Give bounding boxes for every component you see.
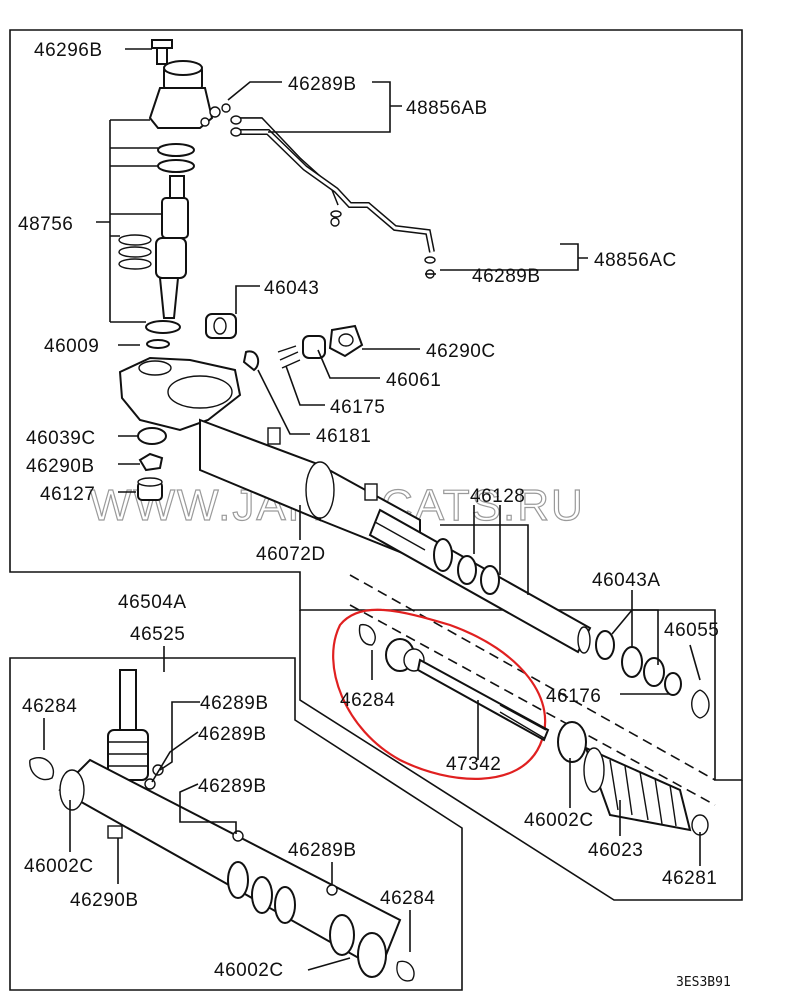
label-46289B-b4: 46289B <box>288 840 357 861</box>
rack-tube <box>368 508 710 719</box>
label-46061: 46061 <box>386 370 441 391</box>
label-46002C-right: 46002C <box>524 810 594 831</box>
label-46009: 46009 <box>44 336 99 357</box>
label-46290C: 46290C <box>426 341 496 362</box>
valve-housing <box>148 39 221 129</box>
dashed-axis-bottom <box>349 604 716 806</box>
label-46002C-left: 46002C <box>24 856 94 877</box>
part-labels: 46296B 46289B 48856AB 48756 46289B 48856… <box>18 40 731 990</box>
label-46281: 46281 <box>662 868 717 889</box>
label-46289B-b2: 46289B <box>198 724 267 745</box>
label-46525: 46525 <box>130 624 185 645</box>
label-46284-mid: 46284 <box>340 690 395 711</box>
lower-inner-frame <box>9 657 463 991</box>
pinion-shaft-48756 <box>118 143 195 349</box>
label-46072D: 46072D <box>256 544 326 565</box>
label-46043: 46043 <box>264 278 319 299</box>
label-46296B: 46296B <box>34 40 103 61</box>
label-46128: 46128 <box>470 486 525 507</box>
adjuster-parts <box>242 324 364 372</box>
label-46284-left: 46284 <box>22 696 77 717</box>
label-46181: 46181 <box>316 426 371 447</box>
label-46290B-bottom: 46290B <box>70 890 139 911</box>
label-46284-bottom: 46284 <box>380 888 435 909</box>
dashed-axis-top <box>349 574 716 781</box>
label-46127: 46127 <box>40 484 95 505</box>
label-46055: 46055 <box>664 620 719 641</box>
label-46289B-b1: 46289B <box>200 693 269 714</box>
label-46175: 46175 <box>330 397 385 418</box>
label-46039C: 46039C <box>26 428 96 449</box>
drawing-code: 3ES3B91 <box>676 975 731 990</box>
hydraulic-pipes-48856AB <box>221 103 436 279</box>
bushing-46043 <box>205 313 237 339</box>
label-48856AB: 48856AB <box>406 98 488 119</box>
label-46176: 46176 <box>546 686 601 707</box>
diagonal-assembly-line <box>299 610 743 901</box>
small-parts-left <box>137 427 167 501</box>
label-46002C-bottom: 46002C <box>214 960 284 981</box>
label-47342: 47342 <box>446 754 501 775</box>
label-48856AC: 48856AC <box>594 250 677 271</box>
gear-housing <box>118 356 421 562</box>
highlight-47342 <box>332 608 547 780</box>
leader-lines <box>43 48 701 971</box>
label-46023: 46023 <box>588 840 643 861</box>
lower-steering-assembly <box>29 669 415 982</box>
label-46290B-left: 46290B <box>26 456 95 477</box>
label-46289B-top: 46289B <box>288 74 357 95</box>
upper-frame <box>9 29 743 781</box>
inner-tie-rod-47342 <box>358 624 550 742</box>
label-46289B-b3: 46289B <box>198 776 267 797</box>
label-48756: 48756 <box>18 214 73 235</box>
label-46043A: 46043A <box>592 570 661 591</box>
bellows-boot-46023 <box>557 721 709 836</box>
label-46504A: 46504A <box>118 592 187 613</box>
label-46289B-mid: 46289B <box>472 266 541 287</box>
